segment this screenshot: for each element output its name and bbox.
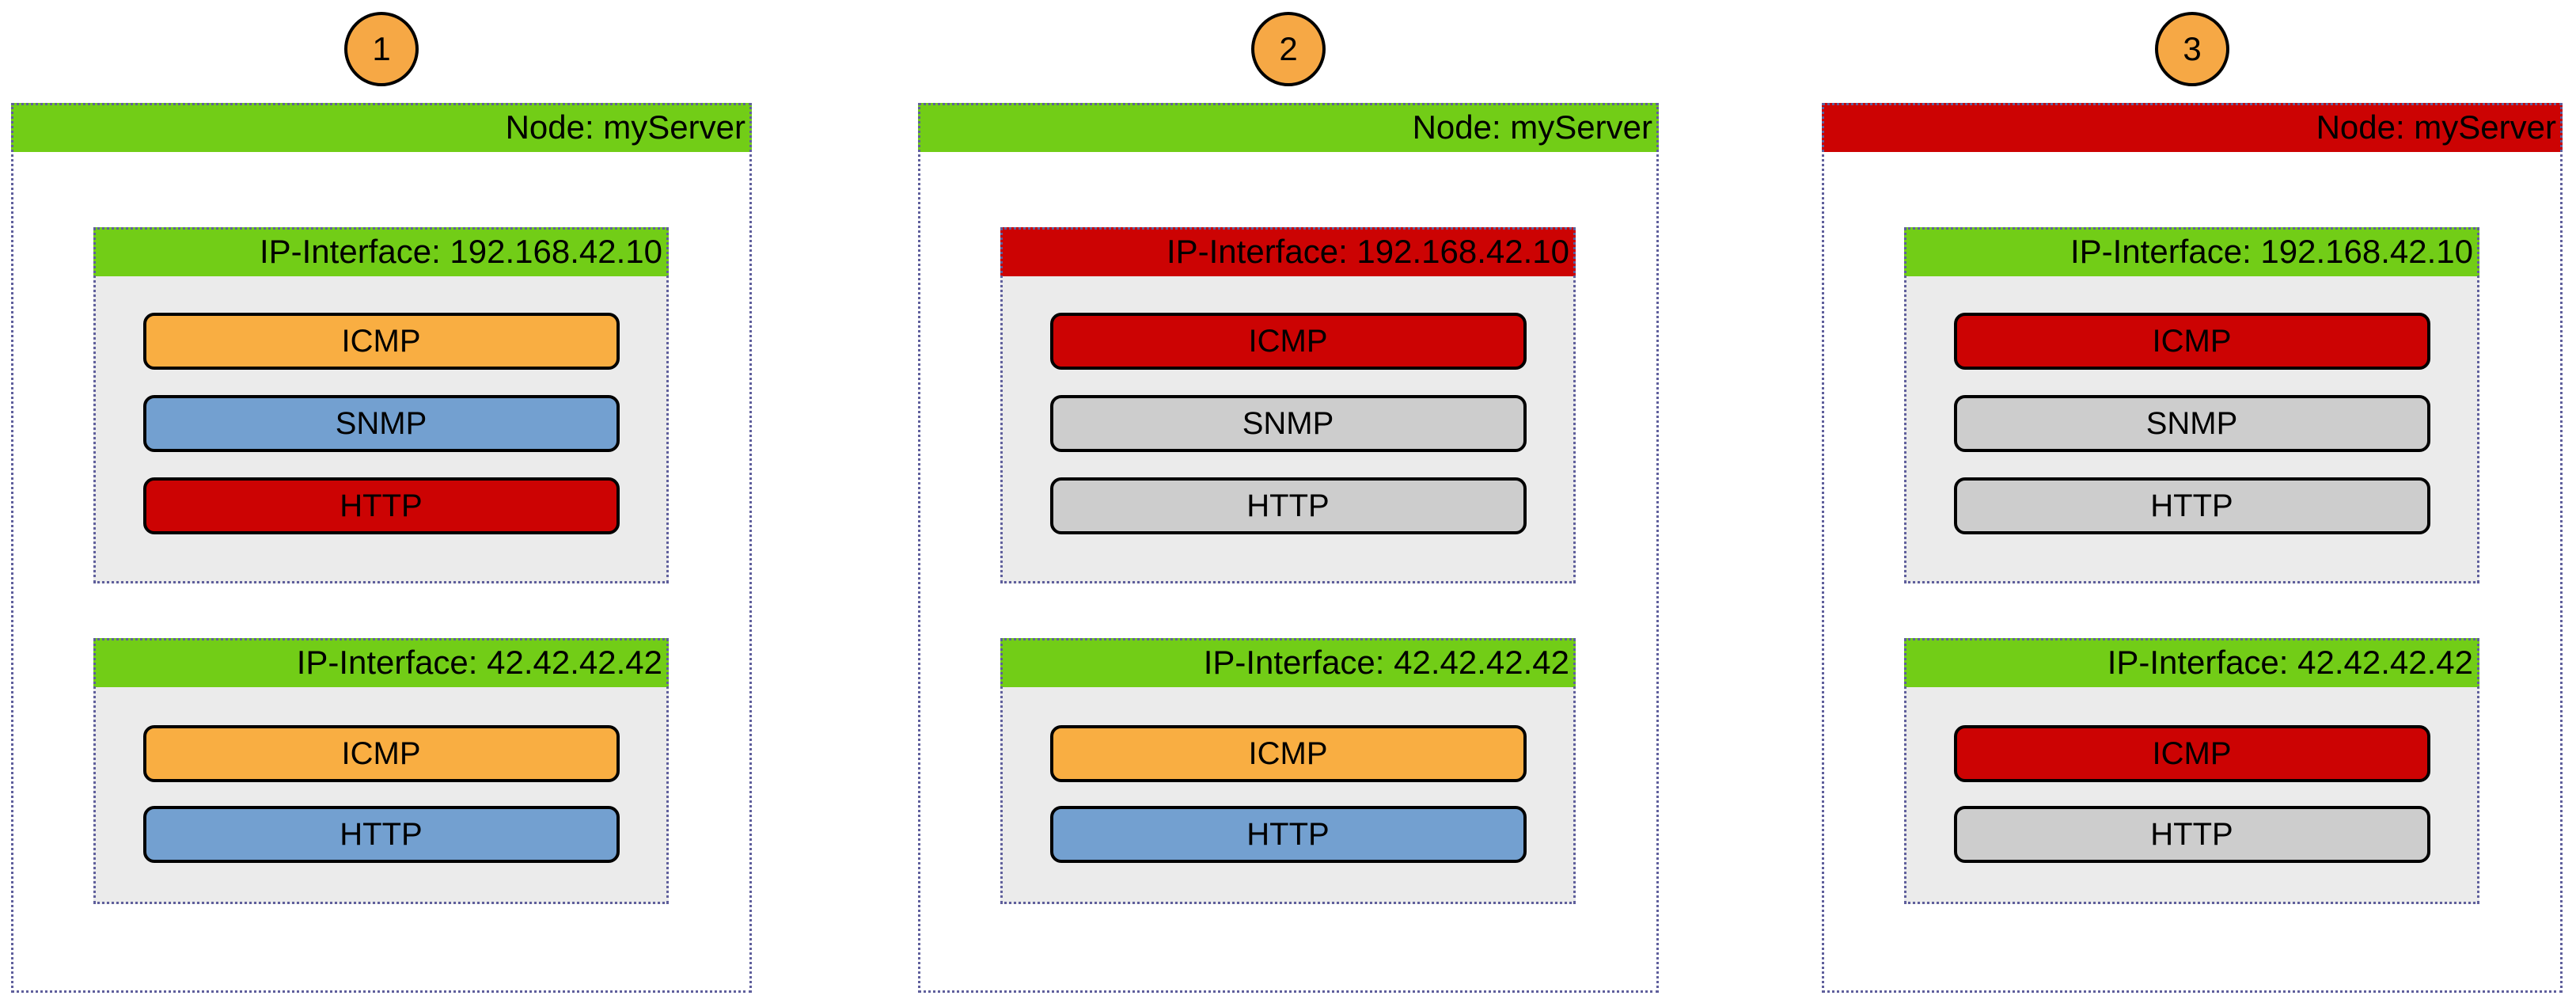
service-label: ICMP — [1248, 323, 1328, 359]
interface-body: ICMP SNMP HTTP — [93, 276, 669, 583]
service-badge-icmp: ICMP — [142, 725, 620, 782]
interface-box: IP-Interface: 42.42.42.42 ICMP HTTP — [93, 638, 669, 904]
service-label: ICMP — [2152, 323, 2232, 359]
service-badge-icmp: ICMP — [1953, 313, 2430, 370]
service-badge-icmp: ICMP — [1049, 725, 1527, 782]
interface-header: IP-Interface: 42.42.42.42 — [1904, 638, 2479, 687]
service-badge-icmp: ICMP — [1049, 313, 1527, 370]
interface-label: IP-Interface: 192.168.42.10 — [259, 233, 662, 270]
interface-box: IP-Interface: 192.168.42.10 ICMP SNMP HT… — [1904, 227, 2479, 583]
service-badge-icmp: ICMP — [1953, 725, 2430, 782]
service-label: ICMP — [341, 323, 421, 359]
service-badge-http: HTTP — [142, 806, 620, 863]
interface-box: IP-Interface: 192.168.42.10 ICMP SNMP HT… — [93, 227, 669, 583]
diagram-variant-3: 3 Node: myServer IP-Interface: 192.168.4… — [1822, 0, 2563, 1007]
service-badge-http: HTTP — [1953, 806, 2430, 863]
service-label: ICMP — [2152, 735, 2232, 771]
interface-body: ICMP HTTP — [1904, 687, 2479, 904]
interface-body: ICMP HTTP — [93, 687, 669, 904]
service-label: ICMP — [1248, 735, 1328, 771]
service-badge-http: HTTP — [1953, 477, 2430, 534]
interface-header: IP-Interface: 192.168.42.10 — [1000, 227, 1576, 276]
interface-body: ICMP HTTP — [1000, 687, 1576, 904]
service-label: HTTP — [1246, 816, 1330, 852]
node-header: Node: myServer — [918, 103, 1659, 152]
interface-header: IP-Interface: 192.168.42.10 — [93, 227, 669, 276]
interface-label: IP-Interface: 192.168.42.10 — [1166, 233, 1569, 270]
node-label: Node: myServer — [505, 108, 745, 146]
service-badge-http: HTTP — [142, 477, 620, 534]
service-label: HTTP — [2150, 816, 2233, 852]
service-label: SNMP — [335, 405, 427, 441]
node-header: Node: myServer — [11, 103, 752, 152]
node-label: Node: myServer — [1412, 108, 1652, 146]
interface-label: IP-Interface: 42.42.42.42 — [1203, 644, 1569, 681]
step-number-circle: 1 — [344, 12, 419, 86]
service-label: HTTP — [340, 816, 423, 852]
service-badge-http: HTTP — [1049, 477, 1527, 534]
interface-body: ICMP SNMP HTTP — [1000, 276, 1576, 583]
interface-body: ICMP SNMP HTTP — [1904, 276, 2479, 583]
service-label: SNMP — [1242, 405, 1334, 441]
service-label: HTTP — [1246, 488, 1330, 523]
step-number: 2 — [1279, 30, 1298, 67]
service-label: HTTP — [340, 488, 423, 523]
node-box: Node: myServer IP-Interface: 192.168.42.… — [1822, 103, 2563, 993]
service-badge-http: HTTP — [1049, 806, 1527, 863]
service-label: SNMP — [2145, 405, 2238, 441]
interface-label: IP-Interface: 42.42.42.42 — [2107, 644, 2473, 681]
node-box: Node: myServer IP-Interface: 192.168.42.… — [918, 103, 1659, 993]
interface-box: IP-Interface: 42.42.42.42 ICMP HTTP — [1904, 638, 2479, 904]
interface-header: IP-Interface: 192.168.42.10 — [1904, 227, 2479, 276]
service-badge-snmp: SNMP — [1049, 395, 1527, 452]
interface-box: IP-Interface: 42.42.42.42 ICMP HTTP — [1000, 638, 1576, 904]
node-header: Node: myServer — [1822, 103, 2563, 152]
service-badge-snmp: SNMP — [1953, 395, 2430, 452]
service-label: HTTP — [2150, 488, 2233, 523]
service-badge-icmp: ICMP — [142, 313, 620, 370]
step-number-circle: 3 — [2155, 12, 2229, 86]
diagram-variant-1: 1 Node: myServer IP-Interface: 192.168.4… — [11, 0, 752, 1007]
interface-label: IP-Interface: 192.168.42.10 — [2070, 233, 2473, 270]
service-badge-snmp: SNMP — [142, 395, 620, 452]
step-number: 3 — [2183, 30, 2202, 67]
step-number: 1 — [372, 30, 391, 67]
step-number-circle: 2 — [1251, 12, 1326, 86]
interface-header: IP-Interface: 42.42.42.42 — [1000, 638, 1576, 687]
node-label: Node: myServer — [2316, 108, 2556, 146]
interface-label: IP-Interface: 42.42.42.42 — [296, 644, 662, 681]
service-label: ICMP — [341, 735, 421, 771]
interface-header: IP-Interface: 42.42.42.42 — [93, 638, 669, 687]
interface-box: IP-Interface: 192.168.42.10 ICMP SNMP HT… — [1000, 227, 1576, 583]
node-box: Node: myServer IP-Interface: 192.168.42.… — [11, 103, 752, 993]
diagram-variant-2: 2 Node: myServer IP-Interface: 192.168.4… — [918, 0, 1659, 1007]
